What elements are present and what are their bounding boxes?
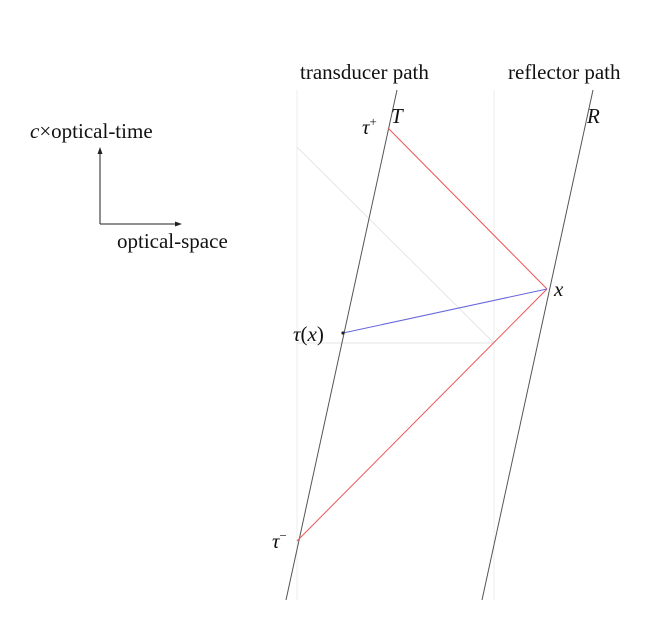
outgoing-light-ray xyxy=(296,288,548,542)
R-label: R xyxy=(586,104,600,128)
time-axis-rest: ×optical-time xyxy=(39,119,152,143)
transducer-path-label: transducer path xyxy=(300,60,429,84)
tau-plus-label: τ+ xyxy=(362,114,377,139)
reflector-worldline xyxy=(481,89,594,601)
tau-x-open-paren: ( xyxy=(301,322,308,346)
tau-x-close-paren: ) xyxy=(317,322,324,346)
reflector-path-label: reflector path xyxy=(508,60,621,84)
tau-minus-label: τ− xyxy=(272,528,287,553)
tau-x-point xyxy=(341,331,345,335)
space-axis-label: optical-space xyxy=(117,229,228,253)
tau-minus-symbol: τ xyxy=(272,529,281,553)
guide-diagonal xyxy=(296,146,495,344)
tau-minus-superscript: − xyxy=(280,528,287,543)
time-axis-c: c xyxy=(30,119,40,143)
time-axis-arrowhead-icon xyxy=(97,147,103,154)
time-axis-label: c×optical-time xyxy=(30,119,153,143)
T-label: T xyxy=(391,104,404,128)
transducer-worldline xyxy=(285,89,398,601)
tau-x-label: τ(x) xyxy=(293,322,324,346)
simultaneity-line xyxy=(342,288,548,334)
x-label: x xyxy=(553,277,564,301)
return-light-ray xyxy=(387,127,548,290)
tau-plus-symbol: τ xyxy=(362,115,371,139)
tau-x-symbol: τ xyxy=(293,322,302,346)
space-axis-arrowhead-icon xyxy=(175,221,182,227)
tau-x-variable: x xyxy=(307,322,318,346)
tau-plus-superscript: + xyxy=(370,114,377,129)
